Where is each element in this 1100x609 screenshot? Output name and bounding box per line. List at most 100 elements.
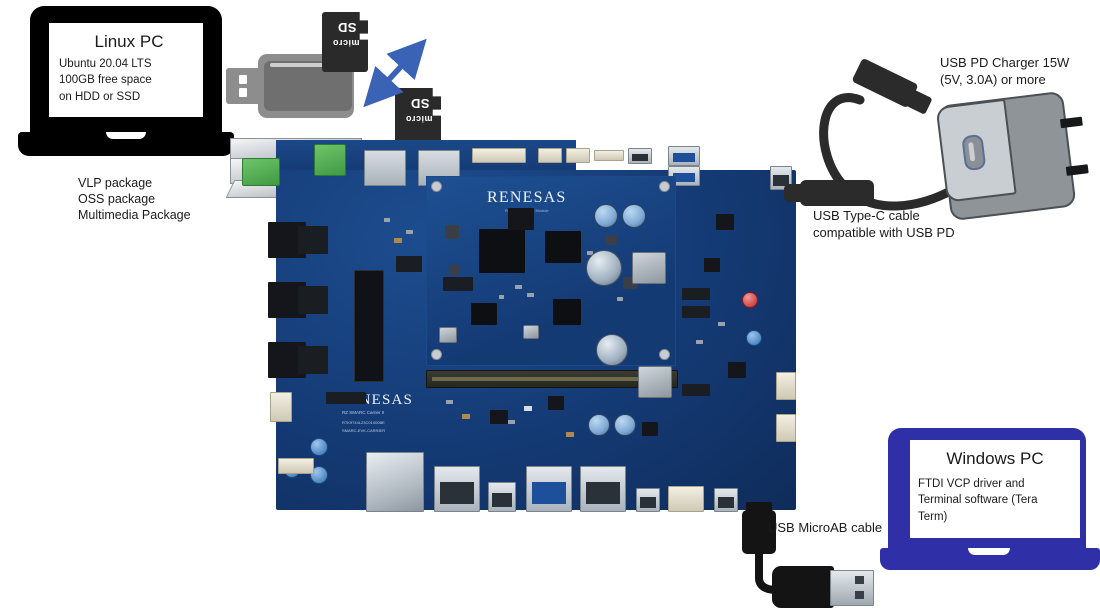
board-ic [728,362,746,378]
charger-usb-c-port [961,133,987,172]
port-mouth [440,482,474,505]
board-usb-a-2 [580,466,626,512]
board-electrolytic-cap [596,334,628,366]
board-push-button-1[interactable] [310,438,328,456]
port-mouth [672,153,696,163]
board-ffc-connector [566,148,590,163]
usb-c-connector-board-shell [800,180,874,206]
board-ic [490,410,508,424]
board-pcb: RENESAS RZ/G2L SMARC Module [242,144,796,512]
board-usb3-top [668,146,700,166]
som-passive [499,295,504,299]
board-screw [659,181,670,192]
board-passive [406,230,413,234]
board-micro-usb-serial [636,488,660,512]
linux-pc-screen: Linux PC Ubuntu 20.04 LTS 100GB free spa… [46,20,206,120]
board-reset-button[interactable] [746,330,762,346]
port-mouth [717,496,735,508]
board-expansion-header [326,392,366,404]
micro-usb-plug-body [742,510,776,554]
board-smarc-edge-connector [426,370,678,388]
board-micro-usb-bottom [488,482,516,512]
board-passive [718,322,725,326]
usb-a-plug-metal [830,570,874,606]
board-passive [696,340,703,344]
board-micro-usb-top [628,148,652,164]
charger-port-slot [968,142,976,162]
board-inductor [638,366,672,398]
usb-plug-hole [239,88,247,97]
renesas-smarc-evk-board: RENESAS RZ/G2L SMARC Module [225,138,796,512]
board-ffc-connector [594,150,624,161]
board-green-terminal [314,144,346,176]
linux-pc-package-list: VLP package OSS package Multimedia Packa… [78,176,191,222]
som-ddr [545,231,581,263]
port-mouth [672,173,696,183]
som-emmc [553,299,581,325]
som-passive [515,285,522,289]
board-right-connector-2 [776,414,796,442]
board-left-white-connector-2 [278,458,314,474]
board-pcie-slot [354,270,384,382]
windows-pc-lid: Windows PC FTDI VCP driver and Terminal … [888,428,1086,550]
board-usb-a-1 [434,466,480,512]
connector-contacts [432,377,672,381]
board-ffc-connector [538,148,562,163]
som-renesas-logo: RENESAS [487,189,567,206]
port-mouth [639,496,657,508]
linux-pc-title: Linux PC [94,32,164,51]
som-passive [527,293,534,297]
board-usb3-a [526,466,572,512]
windows-pc-spec: FTDI VCP driver and Terminal software (T… [918,478,1038,523]
som-chip [445,225,459,239]
board-dip-switch-2 [682,306,710,318]
som-inductor [439,327,457,343]
usb-c-connector-board-tip [784,184,806,202]
board-screw [659,349,670,360]
microsd-label-micro: micro [405,114,433,124]
board-capacitor [594,204,618,228]
board-dip-switch-3 [682,384,710,396]
usb-plug-hole [239,75,247,84]
board-ic [716,214,734,230]
windows-pc-base [880,548,1100,570]
som-pmic [471,303,497,325]
board-left-header-3 [298,346,328,374]
linux-pc-spec: Ubuntu 20.04 LTS 100GB free space on HDD… [59,58,152,103]
board-silk-line-3: SMARC-EVK-CARRIER [342,428,386,433]
board-inductor [632,252,666,284]
usb-a-plug-hole [855,576,864,584]
som-passive [617,297,623,301]
board-micro-usb-debug [714,488,738,512]
windows-pc-trackpad-notch [968,548,1010,555]
board-passive [446,400,453,404]
board-ic [642,422,658,436]
usb-type-c-cable-label: USB Type-C cable compatible with USB PD [813,208,955,240]
board-push-button-2[interactable] [310,466,328,484]
board-green-terminal-left [242,158,280,186]
board-capacitor [588,414,610,436]
board-ic [508,208,534,230]
board-passive [462,414,470,419]
board-electrolytic-cap [586,250,622,286]
board-white-connector [668,486,704,512]
board-ethernet-jack [366,452,424,512]
board-right-connector-1 [776,372,796,400]
windows-pc-title: Windows PC [946,449,1044,468]
micro-usb-plug-tip [746,502,772,512]
linux-pc-illustration: Linux PC Ubuntu 20.04 LTS 100GB free spa… [18,6,234,158]
board-capacitor [614,414,636,436]
board-silk-line-2: RTK9744L23C01000BE [342,420,385,425]
usb-pd-charger [935,90,1089,222]
board-power-button[interactable] [742,292,758,308]
board-passive [394,238,402,243]
windows-pc-illustration: Windows PC FTDI VCP driver and Terminal … [880,428,1100,574]
usb-a-plug-hole [855,591,864,599]
usb-plug-shape [226,68,264,104]
board-left-header-1 [298,226,328,254]
usb-pd-charger-label: USB PD Charger 15W (5V, 3.0A) or more [940,55,1070,87]
usb-microab-cable [730,500,900,609]
usb-a-plug-body [772,566,834,608]
board-ic [704,258,720,272]
